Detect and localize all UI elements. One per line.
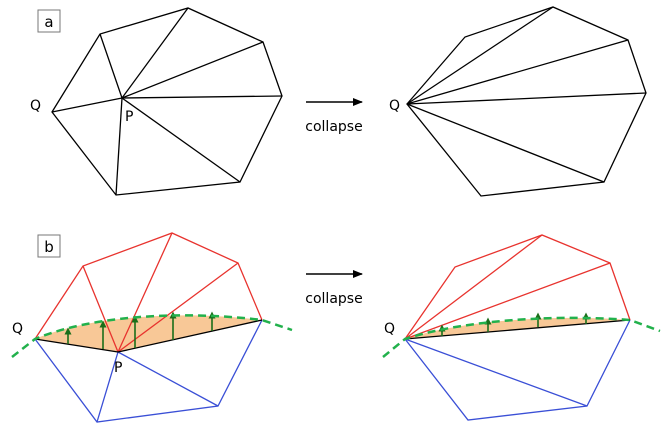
point-q-label-b-after: Q (384, 321, 395, 337)
base-edge (34, 338, 119, 353)
panel-a: a Q P collapse Q (30, 6, 647, 197)
mesh-edge (51, 97, 123, 113)
upper-edge (82, 265, 119, 353)
mesh-edge (121, 41, 264, 99)
mesh-edge (406, 92, 647, 105)
collapse-label-b: collapse (305, 291, 362, 307)
mesh-edge (406, 103, 605, 183)
point-p-label-b: P (114, 360, 122, 376)
lower-edge (404, 338, 588, 407)
lower-edge (117, 351, 219, 407)
surface-curve-before (11, 314, 293, 358)
mesh-edge (115, 97, 123, 196)
mesh-edge (121, 7, 189, 99)
mesh-a-before-outline (51, 7, 283, 196)
lower-edge (96, 351, 119, 423)
mesh-edge (121, 95, 283, 99)
point-p-label: P (125, 109, 133, 125)
mesh-b-before (11, 232, 293, 423)
upper-edge (404, 234, 543, 340)
panel-b: b (11, 232, 661, 423)
mesh-b-after (382, 234, 661, 421)
mesh-edge (121, 97, 241, 183)
panel-a-label: a (44, 13, 53, 31)
lower-outline-after (404, 319, 631, 421)
mesh-edge (99, 33, 123, 99)
mesh-a-before (51, 7, 283, 196)
lower-outline-before (34, 319, 263, 423)
point-q-label-b: Q (12, 321, 23, 337)
mesh-a-after-outline (406, 6, 647, 197)
surface-curve-after (382, 316, 661, 358)
base-edge (117, 319, 263, 353)
collapse-label-a: collapse (305, 119, 362, 135)
panel-b-label-box (37, 234, 61, 258)
panel-a-label-box (37, 9, 61, 33)
upper-edge (117, 262, 239, 353)
mesh-edge (406, 6, 554, 105)
point-q-label: Q (30, 98, 41, 114)
error-region-before (35, 315, 262, 352)
mesh-a-after (406, 6, 647, 197)
point-q-label-after: Q (389, 98, 400, 114)
panel-b-label: b (44, 238, 54, 256)
mesh-edge (406, 39, 629, 105)
upper-edge (117, 232, 173, 353)
